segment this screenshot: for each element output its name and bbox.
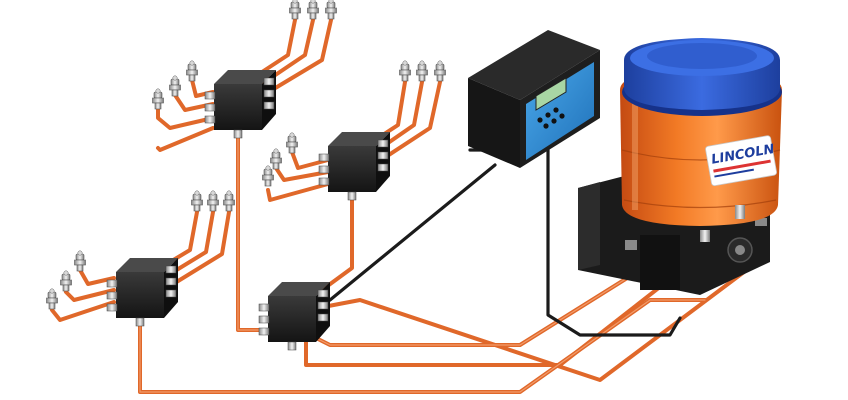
divider-block-middle: [318, 131, 391, 201]
divider-block-left: [106, 257, 179, 327]
divider-block-top: [204, 69, 277, 139]
pump-brand-label: LINCOLN: [705, 135, 777, 187]
control-unit: [468, 30, 600, 168]
pump-lid: [622, 38, 782, 116]
controller-buttons: [537, 107, 565, 129]
controller-display: [535, 77, 567, 111]
lubrication-pump: LINCOLN: [578, 38, 782, 295]
